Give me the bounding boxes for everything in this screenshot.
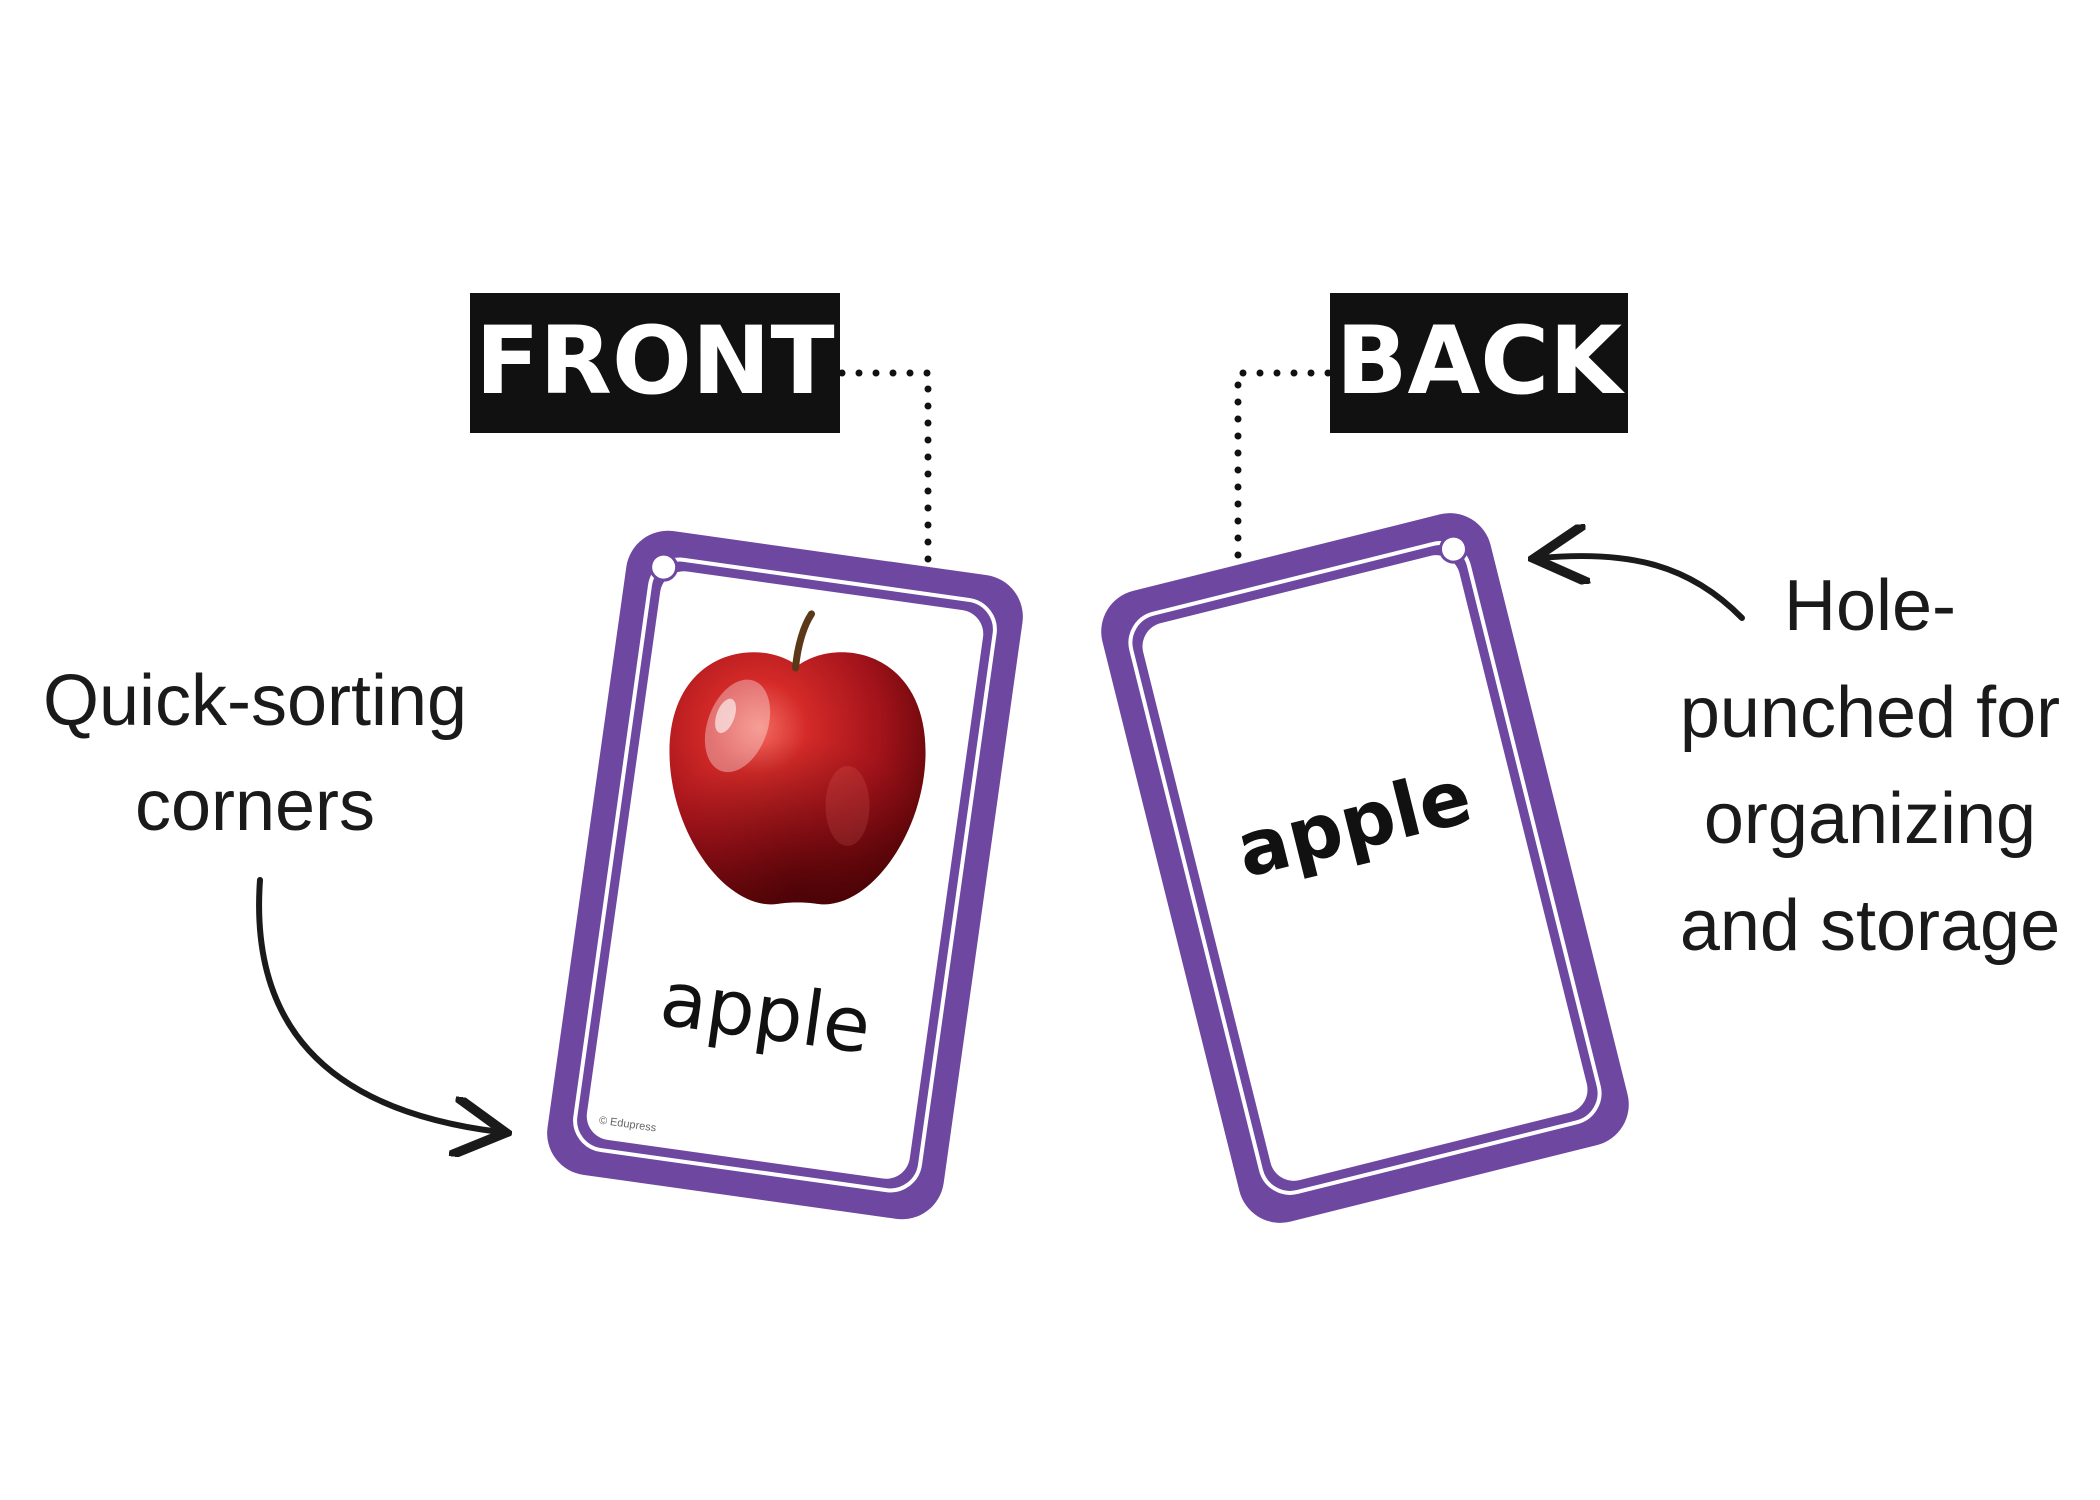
hole-punched-line-4: and storage [1680, 886, 2060, 966]
front-label: FRONT [470, 293, 840, 433]
right-arrow [1540, 556, 1745, 621]
quick-sorting-line-2: corners [135, 766, 375, 846]
apple-image [669, 610, 926, 905]
punch-hole [1438, 534, 1468, 564]
left-arrow [256, 877, 500, 1132]
back-label-text: BACK [1336, 307, 1625, 416]
back-leader-line [1234, 369, 1332, 572]
punch-hole [649, 552, 679, 582]
quick-sorting-line-1: Quick-sorting [43, 661, 467, 741]
quick-sorting-callout: Quick-sorting corners [43, 661, 467, 846]
hole-punched-line-1: Hole- [1784, 566, 1956, 646]
hole-punched-callout: Hole- punched for organizing and storage [1680, 566, 2060, 966]
front-card: apple © Edupress [547, 530, 1023, 1220]
hole-punched-line-3: organizing [1704, 779, 2036, 859]
back-label: BACK [1330, 293, 1628, 433]
back-card: apple [1101, 513, 1629, 1223]
front-leader-line [838, 369, 932, 584]
front-label-text: FRONT [475, 307, 834, 416]
hole-punched-line-2: punched for [1680, 673, 2060, 753]
